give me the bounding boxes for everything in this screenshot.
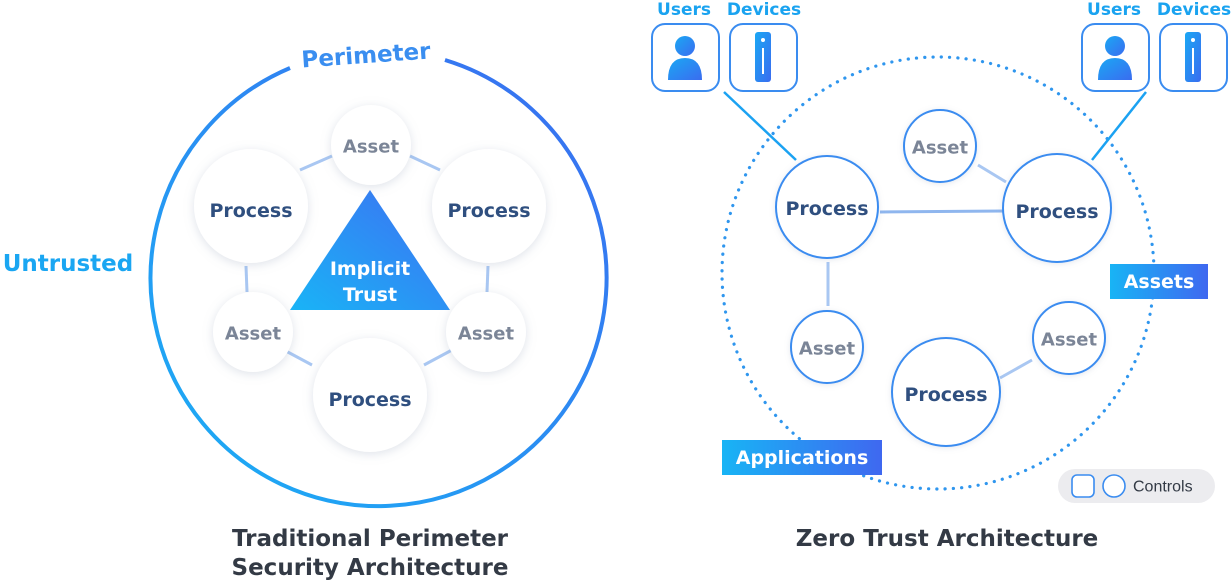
process-label: Process	[328, 389, 411, 411]
process-label: Process	[1015, 201, 1098, 223]
controls-label: Controls	[1133, 479, 1193, 496]
user-icon	[651, 23, 720, 92]
users-label: Users	[657, 0, 711, 20]
right-entity-group: Users Devices	[1081, 0, 1231, 92]
perimeter-asset-node: Asset	[446, 292, 526, 372]
zero-trust-caption: Zero Trust Architecture	[796, 526, 1099, 552]
perimeter-process-node: Process	[432, 149, 546, 263]
implicit-trust-line2: Trust	[343, 284, 397, 306]
traditional-caption-line2: Security Architecture	[232, 555, 509, 581]
user-icon	[1081, 23, 1150, 92]
zero-trust-asset-node: Asset	[790, 310, 864, 384]
assets-tag-label: Assets	[1124, 271, 1195, 293]
untrusted-label: Untrusted	[3, 251, 134, 277]
asset-label: Asset	[1041, 330, 1098, 351]
devices-label: Devices	[727, 0, 801, 20]
users-label: Users	[1087, 0, 1141, 20]
process-label: Process	[785, 198, 868, 220]
controls-legend: Controls	[1058, 469, 1215, 503]
zero-trust-architecture-panel: Process Process Process Asset Asset Asse…	[651, 0, 1231, 552]
process-label: Process	[904, 384, 987, 406]
asset-label: Asset	[343, 137, 400, 158]
implicit-trust-triangle	[290, 190, 450, 310]
device-icon	[1159, 23, 1228, 92]
asset-label: Asset	[225, 324, 282, 345]
perimeter-process-node: Process	[313, 338, 427, 452]
perimeter-asset-node: Asset	[331, 105, 411, 185]
perimeter-asset-node: Asset	[213, 292, 293, 372]
zero-trust-asset-node: Asset	[1032, 301, 1106, 375]
applications-tag-label: Applications	[736, 447, 869, 469]
process-label: Process	[447, 200, 530, 222]
implicit-trust-line1: Implicit	[330, 258, 410, 280]
control-square-icon	[1071, 474, 1095, 498]
device-icon	[729, 23, 798, 92]
zero-trust-process-node: Process	[1002, 153, 1112, 263]
zero-trust-connectors	[826, 163, 1033, 380]
perimeter-process-node: Process	[194, 149, 308, 263]
left-entity-group: Users Devices	[651, 0, 801, 92]
control-circle-icon	[1102, 474, 1126, 498]
asset-label: Asset	[912, 138, 969, 159]
process-label: Process	[209, 200, 292, 222]
applications-tag: Applications	[722, 440, 882, 475]
perimeter-ring	[148, 58, 609, 509]
zero-trust-process-node: Process	[775, 155, 879, 259]
devices-label: Devices	[1157, 0, 1231, 20]
zero-trust-process-node: Process	[891, 337, 1001, 447]
zero-trust-asset-node: Asset	[903, 109, 977, 183]
asset-label: Asset	[799, 339, 856, 360]
traditional-architecture-panel: Perimeter Untrusted Implicit Trust Proce…	[3, 38, 609, 581]
traditional-caption-line1: Traditional Perimeter	[232, 526, 509, 552]
assets-tag: Assets	[1110, 264, 1208, 299]
perimeter-label: Perimeter	[301, 38, 432, 73]
perimeter-connectors	[244, 154, 490, 367]
asset-label: Asset	[458, 324, 515, 345]
